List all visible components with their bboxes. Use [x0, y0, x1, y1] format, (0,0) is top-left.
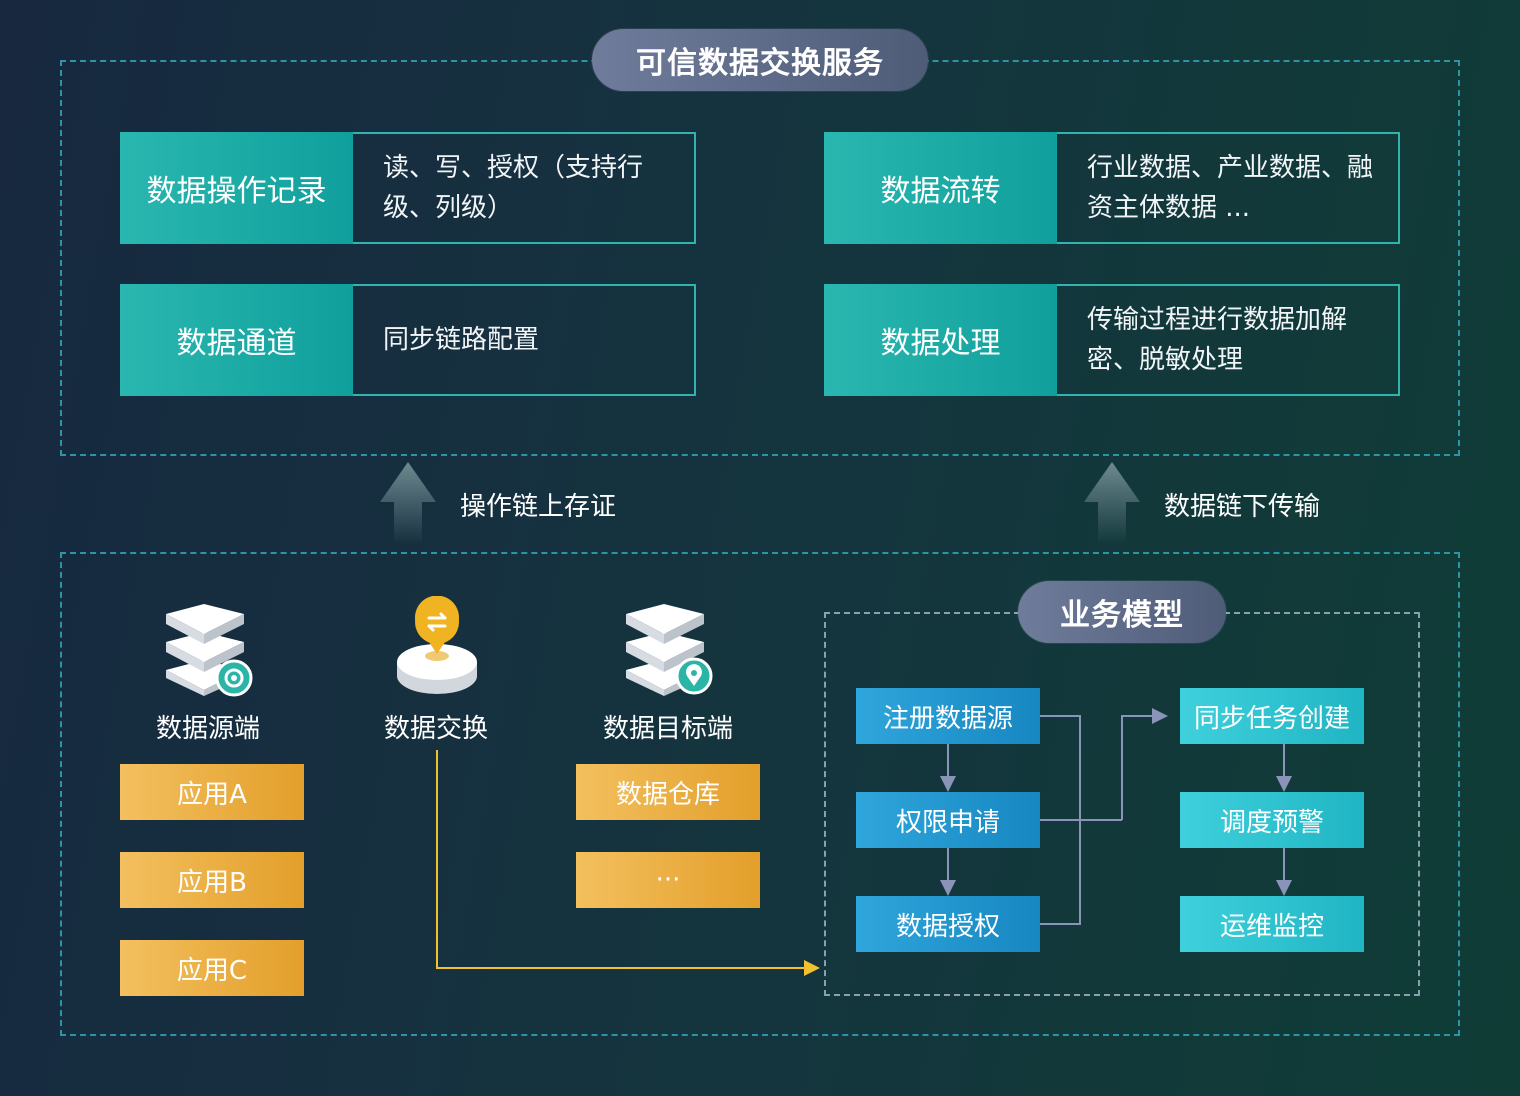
target-node-label: 数据目标端: [602, 714, 733, 744]
bottom-frame: [60, 552, 1460, 1036]
business-model-title: 业务模型: [1018, 581, 1226, 643]
card-head: 数据通道: [120, 284, 353, 396]
exchange-connector: [436, 750, 820, 976]
database-target-icon: [626, 604, 713, 696]
step-ops-monitor: 运维监控: [1180, 896, 1364, 952]
step-register-source: 注册数据源: [856, 688, 1040, 744]
card-operation-record: 数据操作记录 读、写、授权（支持行级、列级）: [120, 132, 696, 244]
card-head: 数据流转: [824, 132, 1057, 244]
step-permission-request: 权限申请: [856, 792, 1040, 848]
exchange-node-label: 数据交换: [383, 714, 488, 744]
up-arrow-right-icon: [1084, 462, 1140, 544]
exchange-icon: [397, 596, 477, 694]
source-node-label: 数据源端: [155, 714, 260, 744]
step-sync-task-create: 同步任务创建: [1180, 688, 1364, 744]
card-data-channel: 数据通道 同步链路配置: [120, 284, 696, 396]
card-data-processing: 数据处理 传输过程进行数据加解密、脱敏处理: [824, 284, 1400, 396]
step-data-authorization: 数据授权: [856, 896, 1040, 952]
card-data-flow: 数据流转 行业数据、产业数据、融资主体数据 ...: [824, 132, 1400, 244]
card-body: 传输过程进行数据加解密、脱敏处理: [1057, 284, 1400, 396]
card-body: 读、写、授权（支持行级、列级）: [353, 132, 696, 244]
card-body: 行业数据、产业数据、融资主体数据 ...: [1057, 132, 1400, 244]
source-app-b: 应用B: [120, 852, 304, 908]
offchain-label: 数据链下传输: [1164, 492, 1321, 522]
card-body: 同步链路配置: [353, 284, 696, 396]
business-model-connectors: [940, 708, 1292, 925]
source-app-c: 应用C: [120, 940, 304, 996]
up-arrow-left-icon: [380, 462, 436, 544]
card-head: 数据处理: [824, 284, 1057, 396]
service-frame: [60, 60, 1460, 456]
onchain-label: 操作链上存证: [460, 492, 617, 522]
service-title: 可信数据交换服务: [592, 29, 928, 91]
card-head: 数据操作记录: [120, 132, 353, 244]
target-more: ···: [576, 852, 760, 908]
step-schedule-alert: 调度预警: [1180, 792, 1364, 848]
source-app-a: 应用A: [120, 764, 304, 820]
target-data-warehouse: 数据仓库: [576, 764, 760, 820]
database-server-icon: [166, 604, 253, 697]
